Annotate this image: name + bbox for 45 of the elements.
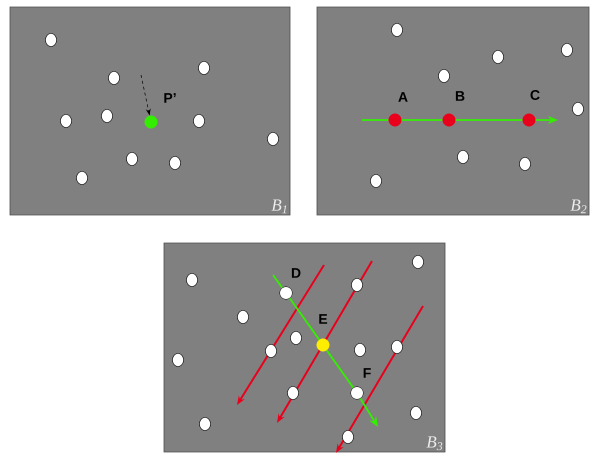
point	[438, 69, 450, 83]
node-label: B	[456, 91, 464, 101]
point	[193, 114, 205, 128]
point	[572, 102, 584, 116]
point	[412, 255, 424, 269]
labeled-point: B	[442, 91, 464, 126]
point	[457, 150, 469, 164]
node-label: D	[292, 268, 300, 278]
point	[391, 340, 403, 354]
point	[492, 50, 504, 64]
node-label: E	[319, 314, 328, 324]
point	[76, 171, 88, 185]
point	[290, 331, 302, 345]
point	[561, 43, 573, 57]
point	[45, 33, 57, 47]
point	[354, 343, 366, 357]
point	[265, 344, 277, 358]
labeled-point: P’	[144, 93, 176, 128]
point	[60, 114, 72, 128]
node-label: F	[364, 368, 371, 378]
labeled-point: F	[350, 368, 371, 400]
point	[108, 71, 120, 85]
labeled-point: D	[280, 268, 300, 300]
point	[519, 157, 531, 171]
point	[169, 156, 181, 170]
point	[198, 61, 210, 75]
labeled-point: E	[316, 314, 330, 352]
point	[101, 109, 113, 123]
point	[186, 273, 198, 287]
node-label: P’	[164, 93, 176, 103]
point	[342, 430, 354, 444]
point	[287, 386, 299, 400]
point	[391, 23, 403, 37]
point	[126, 152, 138, 166]
point	[351, 278, 363, 292]
node-label: C	[530, 90, 540, 100]
point	[410, 406, 422, 420]
point	[172, 353, 184, 367]
point	[370, 174, 382, 188]
node-label: A	[398, 92, 408, 102]
point	[267, 132, 279, 146]
point	[199, 417, 211, 431]
point	[237, 310, 249, 324]
labeled-point: C	[522, 90, 540, 126]
labeled-point: A	[388, 92, 408, 126]
